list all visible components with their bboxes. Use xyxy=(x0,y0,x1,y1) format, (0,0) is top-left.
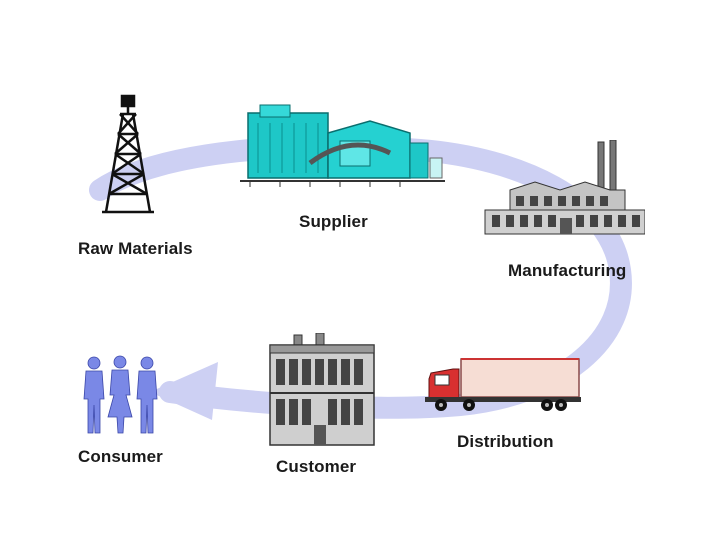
distribution-label: Distribution xyxy=(457,432,554,451)
people-icon xyxy=(83,355,158,434)
factory-icon xyxy=(484,140,645,235)
industrial-plant-icon xyxy=(240,104,445,187)
raw-materials-label: Raw Materials xyxy=(78,239,193,258)
supplier-label: Supplier xyxy=(299,212,368,231)
manufacturing-label: Manufacturing xyxy=(508,261,627,280)
oil-derrick-icon xyxy=(102,94,154,214)
truck-icon xyxy=(425,358,581,411)
customer-label: Customer xyxy=(276,457,357,476)
warehouse-building-icon xyxy=(269,333,375,446)
consumer-label: Consumer xyxy=(78,447,163,466)
